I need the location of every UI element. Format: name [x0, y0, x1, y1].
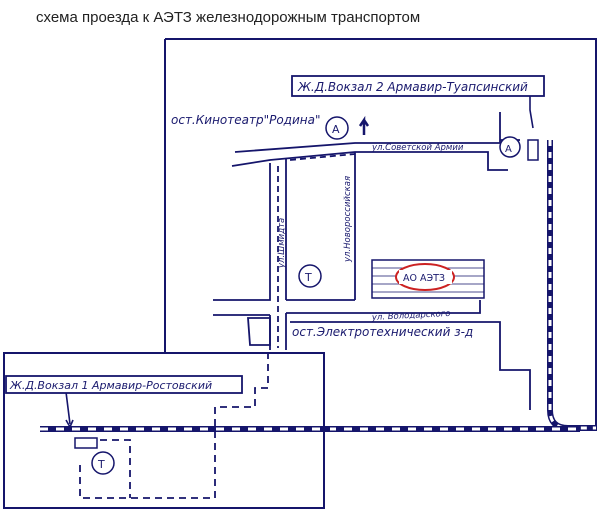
factory-label-bg [399, 270, 452, 284]
bus-stop-station2 [499, 136, 539, 161]
tram-icon-station1: Т [97, 458, 105, 471]
station1-building [74, 437, 98, 449]
street-sovetskoy-label: ул.Советской Армии [371, 143, 464, 153]
stop-electro-label: ост.Электротехнический з-д [292, 325, 473, 339]
station2-label-box [291, 75, 545, 97]
bus-icon: А [332, 123, 340, 136]
station2-label: Ж.Д.Вокзал 2 Армавир-Туапсинский [297, 80, 528, 94]
street-novoros-label: ул.Новороссийская [343, 176, 353, 263]
tram-stop-station1 [91, 451, 115, 475]
street-network [213, 112, 531, 410]
bus-stop-cinema [325, 116, 349, 140]
street-shmidta-label: ул.Шмидта [277, 218, 287, 269]
station1-label-box [5, 375, 243, 394]
bus-stop-arrow [358, 115, 370, 135]
station2-pointer [529, 96, 534, 129]
station1-pointer [65, 391, 71, 425]
tram-icon: Т [304, 271, 312, 284]
tram-stop-shmidta [298, 264, 322, 288]
map-frame [164, 38, 597, 431]
station1-label: Ж.Д.Вокзал 1 Армавир-Ростовский [9, 379, 212, 392]
walking-route [79, 352, 269, 499]
station1-arrowhead [65, 419, 74, 429]
bus-icon-station2: А [505, 144, 512, 155]
street-volodarskogo-label: ул. Володарского [371, 309, 451, 323]
map-title: схема проезда к АЭТЗ железнодорожным тра… [36, 9, 421, 26]
factory-label: АО АЭТЗ [403, 273, 445, 284]
stop-cinema-label: ост.Кинотеатр"Родина" [171, 113, 321, 127]
